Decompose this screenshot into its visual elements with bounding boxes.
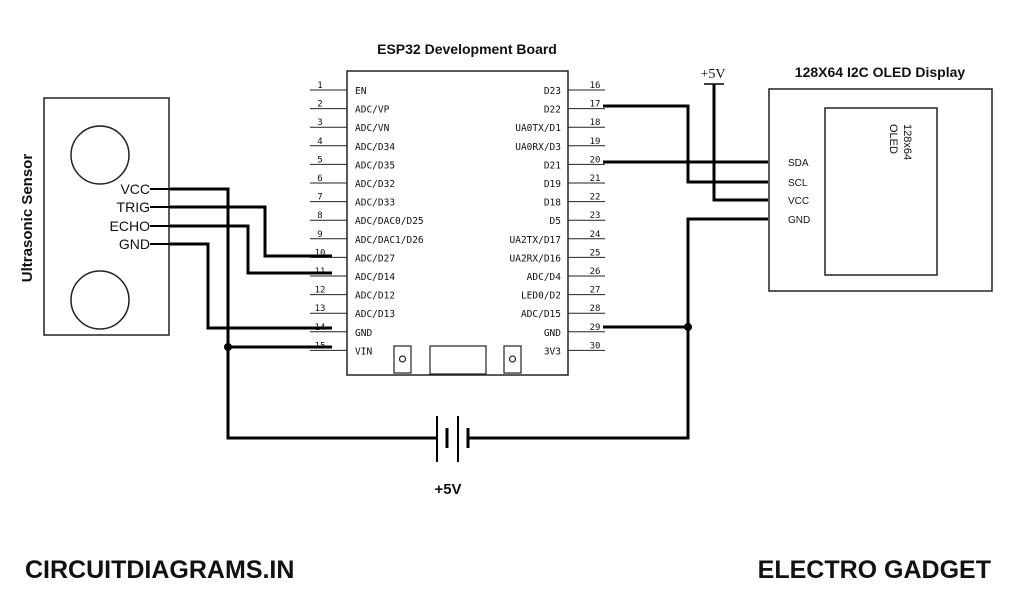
esp32-left-pin-number: 13 [315, 304, 326, 314]
battery-label: +5V [434, 481, 461, 498]
esp32-right-pin-label: UA0TX/D1 [515, 123, 561, 134]
oled-screen-line-1: 128x64 [901, 124, 913, 160]
esp32-right-pin-label: UA0RX/D3 [515, 142, 561, 153]
esp32-left-pin-number: 5 [317, 155, 322, 165]
esp32-left-pin-number: 2 [317, 100, 322, 110]
sensor-pin-label: TRIG [117, 199, 150, 215]
esp32-right-pin-number: 20 [590, 155, 601, 165]
sensor-title: Ultrasonic Sensor [19, 154, 36, 283]
transducer-bottom [70, 270, 130, 330]
esp32-right-pin-number: 19 [590, 137, 601, 147]
esp32-left-pin-label: ADC/DAC0/D25 [355, 216, 424, 227]
esp32-left-pin-number: 9 [317, 230, 322, 240]
esp32-right-pin-number: 24 [590, 230, 601, 240]
footer-right-brand: ELECTRO GADGET [757, 556, 991, 584]
wire-oled-vcc [712, 84, 768, 202]
esp32-right-pin-number: 18 [590, 118, 601, 128]
esp32-right-pin-label: D5 [550, 216, 561, 227]
esp32-left-pin-label: VIN [355, 346, 372, 357]
boot-button-knob [508, 355, 517, 363]
transducer-top [70, 125, 130, 185]
esp32-right-pin-number: 22 [590, 193, 601, 203]
esp32-left-pin-number: 8 [317, 211, 322, 221]
oled-display: 128X64 I2C OLED Display 128x64 OLED SDAS… [768, 64, 993, 292]
oled-pin-label: VCC [788, 196, 809, 207]
esp32-right-pin-label: D18 [544, 198, 561, 209]
sensor-pin-group: VCC TRIG ECHO GND [110, 181, 170, 252]
oled-pin-group: SDA SCL VCC GND [788, 158, 810, 226]
oled-pin-label: SCL [788, 178, 808, 189]
esp32-right-pin-number: 26 [590, 267, 601, 277]
esp32-right-pin-number: 30 [590, 341, 601, 351]
esp32-title: ESP32 Development Board [377, 41, 557, 57]
sensor-pin-label: ECHO [110, 218, 151, 234]
wire-trig [170, 205, 332, 258]
oled-pin-label: SDA [788, 158, 809, 169]
esp32-left-pin-number: 1 [317, 81, 322, 91]
sensor-pin-label: VCC [120, 181, 150, 197]
esp32-right-pin-number: 17 [590, 100, 601, 110]
supply-marker: +5V [700, 67, 726, 85]
oled-screen [824, 107, 938, 276]
esp32-right-pin-label: GND [544, 328, 561, 339]
esp32-left-pin-label: ADC/D35 [355, 160, 395, 171]
oled-screen-line-2: OLED [887, 124, 899, 154]
esp32-left-pin-number: 6 [317, 174, 322, 184]
reset-button-knob [398, 355, 407, 363]
esp32-right-pin-label: UA2TX/D17 [510, 235, 561, 246]
wire-echo [170, 224, 332, 275]
footer-left-brand: CIRCUITDIAGRAMS.IN [25, 556, 295, 584]
esp32-right-pin-label: 3V3 [544, 346, 561, 357]
esp32-left-pin-label: ADC/VN [355, 123, 390, 134]
esp32-left-pin-number: 7 [317, 193, 322, 203]
esp32-left-pin-label: GND [355, 328, 372, 339]
junction-vin [224, 343, 232, 351]
esp32-left-pin-number: 12 [315, 286, 326, 296]
esp32-right-pin-number: 16 [590, 81, 601, 91]
wire-scl [603, 104, 768, 184]
esp32-left-pin-number: 10 [315, 248, 326, 258]
esp32-left-pin-label: ADC/D14 [355, 272, 395, 283]
usb-connector [429, 345, 487, 375]
esp32-left-pin-label: ADC/VP [355, 105, 390, 116]
esp32-left-pin-label: ADC/D32 [355, 179, 395, 190]
esp32-right-pin-label: D22 [544, 105, 561, 116]
wire-sensor-gnd [170, 242, 332, 330]
esp32-left-pin-label: ADC/D33 [355, 198, 395, 209]
esp32-right-pin-label: LED0/D2 [521, 291, 561, 302]
esp32-left-pin-label: ADC/D34 [355, 142, 395, 153]
ultrasonic-sensor: Ultrasonic Sensor VCC TRIG ECHO GND [19, 97, 170, 336]
esp32-right-pin-label: D23 [544, 86, 561, 97]
oled-pin-label: GND [788, 215, 810, 226]
esp32-right-pin-label: ADC/D15 [521, 309, 561, 320]
battery: +5V [413, 416, 470, 498]
wire-sensor-vcc [170, 187, 413, 440]
esp32-body [346, 70, 569, 376]
esp32-right-pin-number: 29 [590, 323, 601, 333]
supply-label: +5V [700, 67, 725, 82]
esp32-right-pin-number: 27 [590, 286, 601, 296]
oled-title: 128X64 I2C OLED Display [795, 64, 966, 80]
esp32-right-pin-number: 25 [590, 248, 601, 258]
esp32-left-pin-label: ADC/D27 [355, 253, 395, 264]
esp32-left-pin-number: 3 [317, 118, 322, 128]
esp32-left-pin-label: ADC/DAC1/D26 [355, 235, 424, 246]
esp32-left-pin-number: 4 [317, 137, 322, 147]
junction-gnd [684, 323, 692, 331]
esp32-right-pin-label: D19 [544, 179, 561, 190]
sensor-pin-label: GND [119, 236, 150, 252]
esp32-left-pin-label: EN [355, 86, 367, 97]
esp32-left-pin-label: ADC/D13 [355, 309, 395, 320]
esp32-left-pin-label: ADC/D12 [355, 291, 395, 302]
esp32-right-pin-label: UA2RX/D16 [510, 253, 562, 264]
esp32-right-pin-label: D21 [544, 160, 561, 171]
esp32-right-pin-label: ADC/D4 [527, 272, 562, 283]
esp32-right-pin-number: 28 [590, 304, 601, 314]
esp32-right-pin-number: 23 [590, 211, 601, 221]
esp32-right-pin-number: 21 [590, 174, 601, 184]
